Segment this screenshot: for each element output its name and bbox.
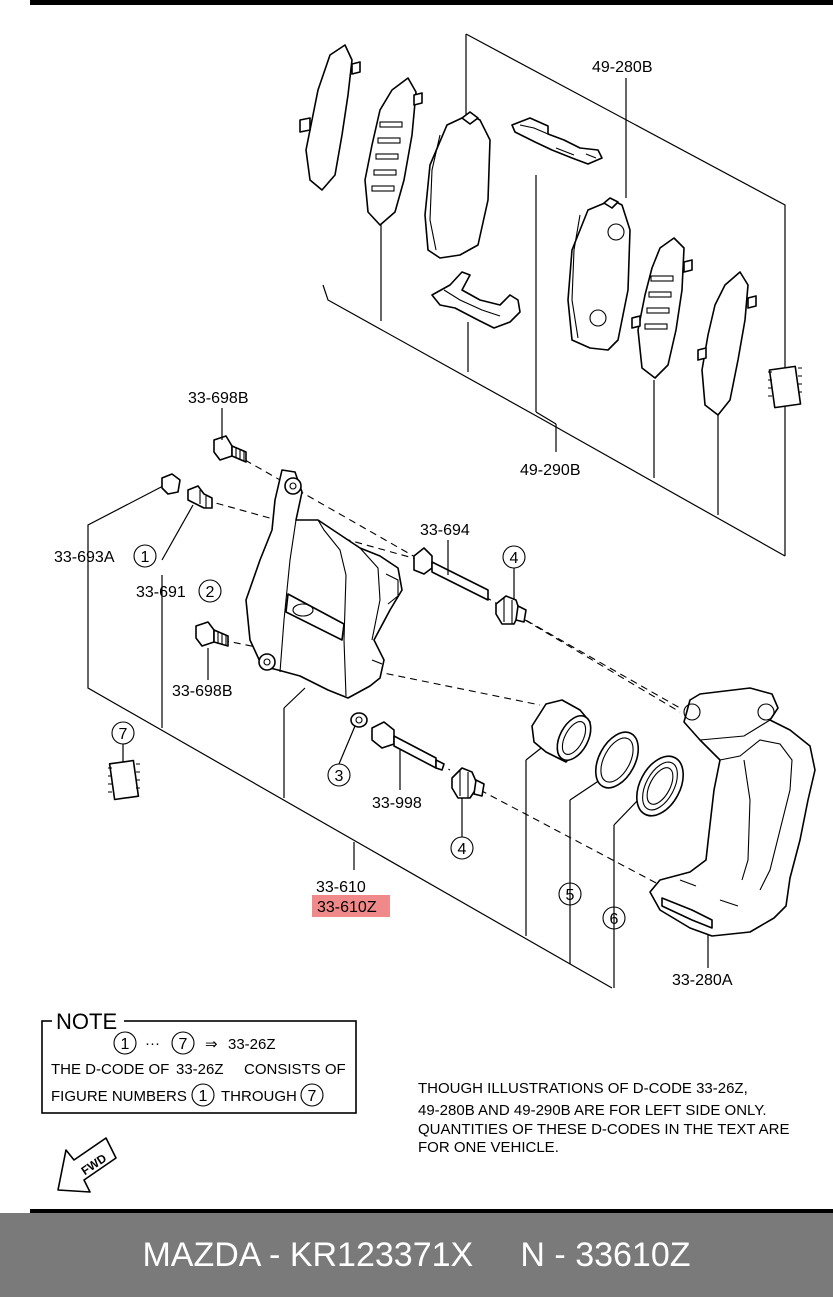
callout-5: 5 [558, 882, 582, 906]
footer-separator [30, 1209, 833, 1213]
svg-text:3: 3 [335, 768, 344, 785]
callout-1: 1 [133, 544, 157, 568]
pad-group-frame [322, 33, 786, 557]
bolt-33-698b-top [213, 435, 247, 463]
svg-text:2: 2 [206, 584, 215, 601]
pad-shim-inner-right [631, 237, 693, 379]
disclaimer-line3: QUANTITIES OF THESE D-CODES IN THE TEXT … [418, 1121, 789, 1138]
note-range-sep: ··· [145, 1035, 160, 1052]
note-line3-mid: THROUGH [221, 1088, 297, 1105]
svg-text:4: 4 [510, 550, 519, 567]
guide-pin-33-694 [413, 547, 489, 601]
label-33-610z: 33-610Z [317, 899, 377, 916]
caliper-piston [531, 699, 592, 763]
pin-boot-lower [451, 767, 485, 799]
pad-shim-outer-right [697, 271, 757, 416]
note-range-to: 7 [179, 1036, 188, 1053]
brake-pad-right [567, 197, 631, 351]
label-49-290b: 49-290B [520, 462, 581, 479]
washer-33-3 [350, 712, 368, 728]
piston-dust-boot [636, 755, 684, 817]
svg-text:5: 5 [566, 887, 575, 904]
svg-text:6: 6 [610, 911, 619, 928]
pin-boot-upper [495, 595, 527, 625]
label-33-691: 33-691 [136, 584, 186, 601]
caliper-body [245, 469, 403, 699]
pad-shim-inner-left [364, 77, 423, 226]
dust-cap-33-693a [161, 473, 181, 495]
callout-4-upper: 4 [502, 545, 526, 600]
caliper-mounting-bracket [649, 687, 816, 937]
fwd-arrow-icon: FWD [57, 1137, 117, 1193]
callout-4-lower: 4 [450, 798, 474, 860]
kit-chip-icon-bottom [108, 759, 140, 801]
pad-spring-clip-upper [511, 117, 603, 165]
note-line2-suffix: CONSISTS OF [244, 1061, 346, 1078]
label-33-280a: 33-280A [672, 972, 733, 989]
note-line2-prefix: THE D-CODE OF [51, 1061, 169, 1078]
label-33-693a: 33-693A [54, 549, 115, 566]
bleeder-screw-33-691 [187, 485, 213, 509]
callout-6: 6 [602, 906, 626, 930]
top-border [30, 0, 833, 5]
disclaimer-line1: THOUGH ILLUSTRATIONS OF D-CODE 33-26Z, [418, 1080, 748, 1097]
highlight-33-610z [312, 895, 390, 917]
pad-spring-clip-lower [431, 271, 521, 329]
note-line3-prefix: FIGURE NUMBERS [51, 1088, 187, 1105]
footer-code: N - 33610Z [520, 1235, 691, 1274]
label-33-998: 33-998 [372, 795, 422, 812]
callout-7: 7 [111, 721, 135, 762]
note-line3-to: 7 [308, 1088, 317, 1105]
note-line3-from: 1 [199, 1088, 208, 1105]
footer-bar: MAZDA - KR123371X N - 33610Z [0, 1213, 833, 1297]
piston-seal [594, 731, 640, 789]
svg-text:1: 1 [141, 549, 150, 566]
note-box: NOTE 1 ··· 7 ⇒ 33-26Z THE D-CODE OF 33-2… [41, 1009, 357, 1114]
label-33-698b-bottom: 33-698B [172, 683, 233, 700]
disclaimer-text: THOUGH ILLUSTRATIONS OF D-CODE 33-26Z, 4… [418, 1080, 789, 1156]
label-33-694: 33-694 [420, 522, 470, 539]
note-line2-code: 33-26Z [176, 1061, 224, 1078]
note-heading: NOTE [56, 1009, 117, 1034]
disclaimer-line4: FOR ONE VEHICLE. [418, 1139, 559, 1156]
guide-pin-33-998 [371, 721, 445, 771]
label-49-280b: 49-280B [592, 59, 653, 76]
svg-text:7: 7 [119, 726, 128, 743]
svg-text:4: 4 [458, 841, 467, 858]
footer-part-number: MAZDA - KR123371X [142, 1235, 474, 1274]
kit-chip-icon-top [768, 365, 802, 409]
disclaimer-line2: 49-280B AND 49-290B ARE FOR LEFT SIDE ON… [418, 1102, 767, 1119]
bolt-33-698b-bottom [195, 621, 229, 647]
label-33-610: 33-610 [316, 879, 366, 896]
brake-pad-left [424, 111, 491, 259]
pad-shim-outer-left [299, 44, 361, 191]
callout-3: 3 [327, 725, 356, 787]
callout-2: 2 [198, 579, 222, 603]
note-range-code: 33-26Z [228, 1036, 276, 1053]
note-arrow: ⇒ [205, 1036, 218, 1053]
note-range-from: 1 [121, 1036, 130, 1053]
label-33-698b-top: 33-698B [188, 390, 249, 407]
